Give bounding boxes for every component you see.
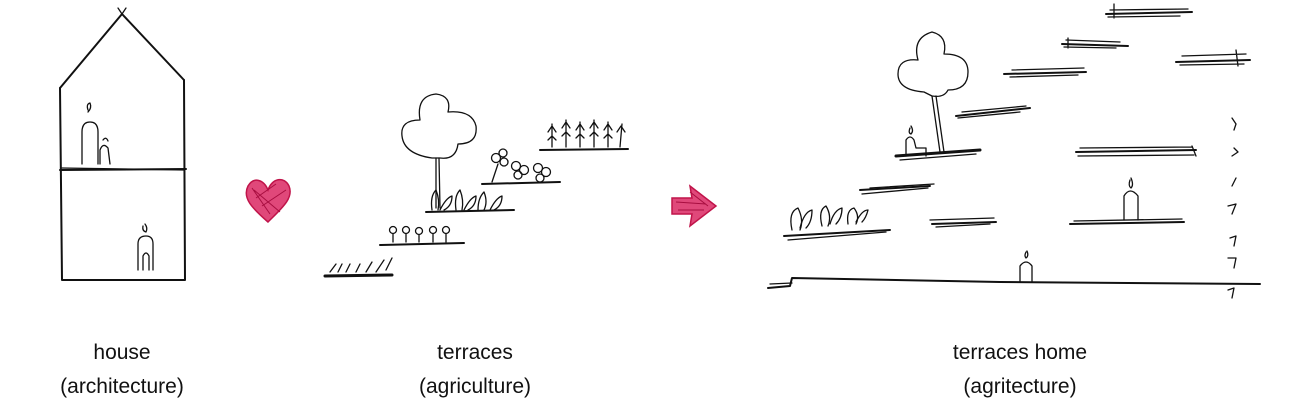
person-icon [137, 223, 154, 271]
tree-icon [897, 31, 969, 153]
caption-subtitle: (architecture) [60, 375, 184, 398]
house-sketch [59, 7, 187, 281]
terraces-home-sketch [767, 3, 1261, 299]
caption-terraces: terraces (agriculture) [390, 336, 560, 404]
caption-house: house (architecture) [42, 336, 202, 404]
caption-subtitle: (agriculture) [418, 375, 532, 398]
caption-subtitle: (agritecture) [963, 375, 1077, 398]
caption-title: terraces [437, 341, 513, 364]
caption-title: house [93, 341, 151, 364]
person-icon [81, 102, 111, 165]
arrow-right-icon [671, 184, 718, 228]
caption-terraces-home: terraces home (agritecture) [920, 336, 1120, 404]
terraces-sketch [323, 93, 629, 278]
person-icon [905, 125, 927, 157]
person-icon [1123, 177, 1139, 221]
person-icon [1019, 250, 1033, 283]
caption-title: terraces home [952, 341, 1088, 364]
tree-icon [401, 93, 477, 209]
heart-icon [245, 178, 291, 224]
